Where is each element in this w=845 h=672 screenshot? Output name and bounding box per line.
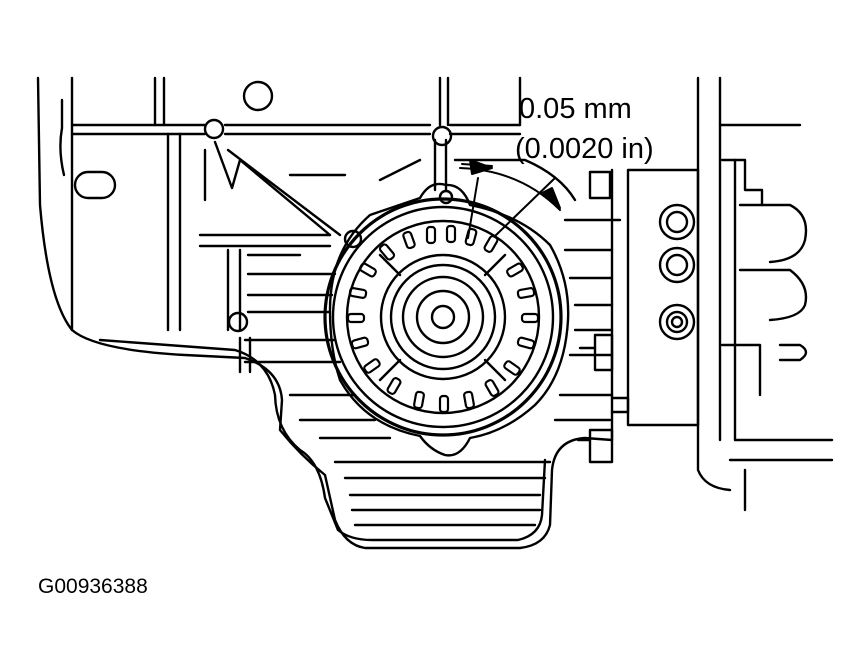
valve-body <box>576 76 834 512</box>
housing-bosses <box>73 80 453 333</box>
clutch-drum <box>323 182 570 457</box>
clearance-indicator <box>459 159 561 239</box>
figure-id-label: G00936388 <box>38 575 148 598</box>
drum-teeth <box>346 224 540 414</box>
clearance-imperial-label: (0.0020 in) <box>515 133 654 165</box>
upper-ribs <box>70 76 622 527</box>
housing-outline <box>36 76 614 550</box>
clearance-metric-label: 0.05 mm <box>519 93 632 125</box>
